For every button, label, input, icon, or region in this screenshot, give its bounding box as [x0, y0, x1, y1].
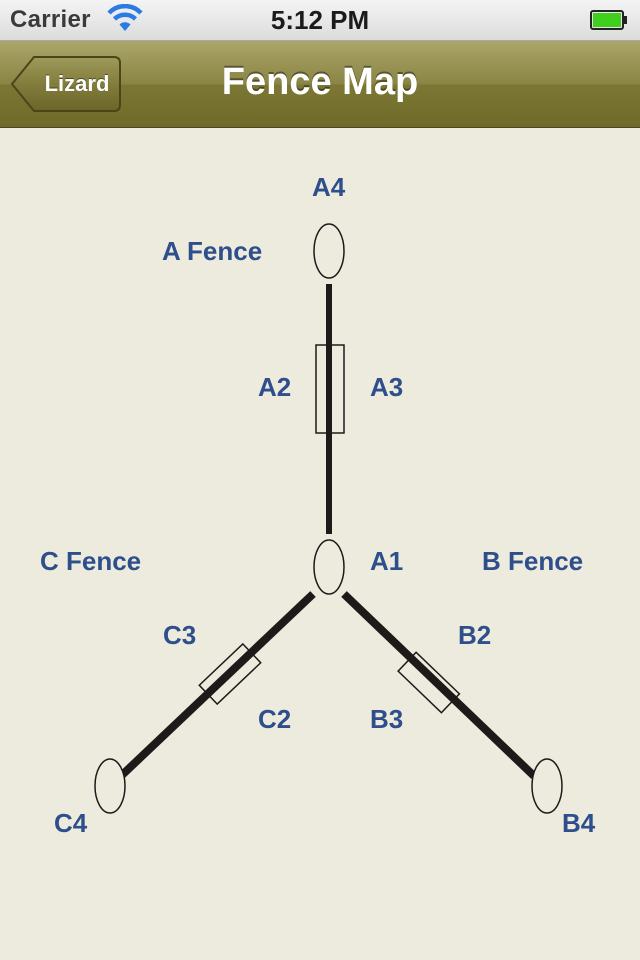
label-a1: A1 [370, 546, 404, 576]
label-c2: C2 [258, 704, 292, 734]
b-fence-line [341, 591, 537, 779]
back-button[interactable]: Lizard [10, 55, 122, 113]
label-a2: A2 [258, 372, 292, 402]
status-bar: Carrier 5:12 PM [0, 0, 640, 41]
label-c4: C4 [54, 808, 88, 838]
label-b3: B3 [370, 704, 404, 734]
c-fence-line [118, 591, 316, 779]
carrier-name: Carrier [10, 6, 91, 33]
navigation-bar: Lizard Fence Map [0, 41, 640, 128]
a-fence-segment[interactable] [315, 344, 345, 434]
node-c4[interactable] [94, 758, 126, 814]
status-time: 5:12 PM [270, 5, 370, 35]
node-b4[interactable] [531, 758, 563, 814]
label-a3: A3 [370, 372, 404, 402]
back-button-label: Lizard [44, 71, 110, 96]
c-fence-segment[interactable] [198, 642, 262, 706]
node-a4[interactable] [313, 223, 345, 279]
label-a4: A4 [312, 172, 346, 202]
node-a1[interactable] [313, 539, 345, 595]
b-fence-segment[interactable] [397, 651, 461, 714]
wifi-icon [107, 4, 143, 31]
label-c-fence: C Fence [40, 546, 142, 576]
label-b-fence: B Fence [482, 546, 584, 576]
label-b2: B2 [458, 620, 492, 650]
page-title: Fence Map [221, 61, 419, 103]
battery-icon [590, 10, 627, 30]
label-c3: C3 [163, 620, 197, 650]
label-a-fence: A Fence [162, 236, 263, 266]
back-button-shape [10, 56, 121, 112]
label-b4: B4 [562, 808, 596, 838]
